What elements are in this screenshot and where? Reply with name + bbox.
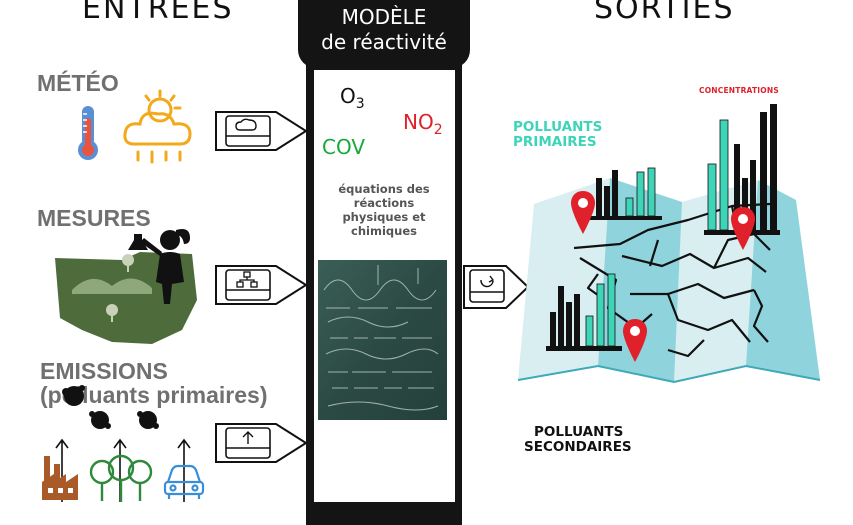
no2-label: NO2	[403, 110, 443, 138]
map-pin-icon	[571, 191, 595, 234]
bar-chart-top	[590, 167, 662, 220]
cloud-rain-icon	[123, 89, 192, 164]
secondary-pollutants-label: POLLUANTS SECONDAIRES	[524, 424, 632, 455]
thermometer-icon	[78, 106, 98, 160]
meteo-label: MÉTÉO	[37, 70, 119, 96]
upload-drive-icon	[215, 423, 308, 463]
car-icon	[163, 464, 205, 499]
pollutant-particles-icon	[62, 385, 159, 429]
model-title-line2: de réactivité	[321, 30, 447, 54]
map-pin-icon	[623, 319, 647, 362]
chalkboard-image	[318, 260, 447, 420]
map-pin-icon	[731, 207, 755, 250]
bar-chart-left	[546, 273, 622, 351]
equations-label: équations des réactions physiques et chi…	[338, 182, 430, 238]
sync-drive-icon	[463, 265, 530, 309]
factory-icon	[42, 456, 78, 500]
model-title-line1: MODÈLE	[341, 5, 427, 29]
primary-pollutants-label: POLLUANTS PRIMAIRES	[513, 119, 603, 150]
cov-label: COV	[322, 135, 366, 159]
network-drive-icon	[215, 265, 308, 305]
cloud-drive-icon	[215, 111, 308, 151]
inputs-heading: ENTRÉES	[82, 0, 234, 26]
girl-with-flask-icon	[128, 229, 190, 304]
mesures-label: MESURES	[37, 205, 151, 231]
concentrations-label: CONCENTRATIONS	[699, 86, 779, 95]
outputs-heading: SORTIES	[594, 0, 735, 26]
model-title-box	[298, 0, 470, 68]
o3-label: O3	[340, 84, 365, 112]
emissions-label: EMISSIONS	[40, 358, 168, 384]
tree-icon	[89, 454, 153, 502]
emissions-sublabel: (polluants primaires)	[40, 382, 268, 408]
